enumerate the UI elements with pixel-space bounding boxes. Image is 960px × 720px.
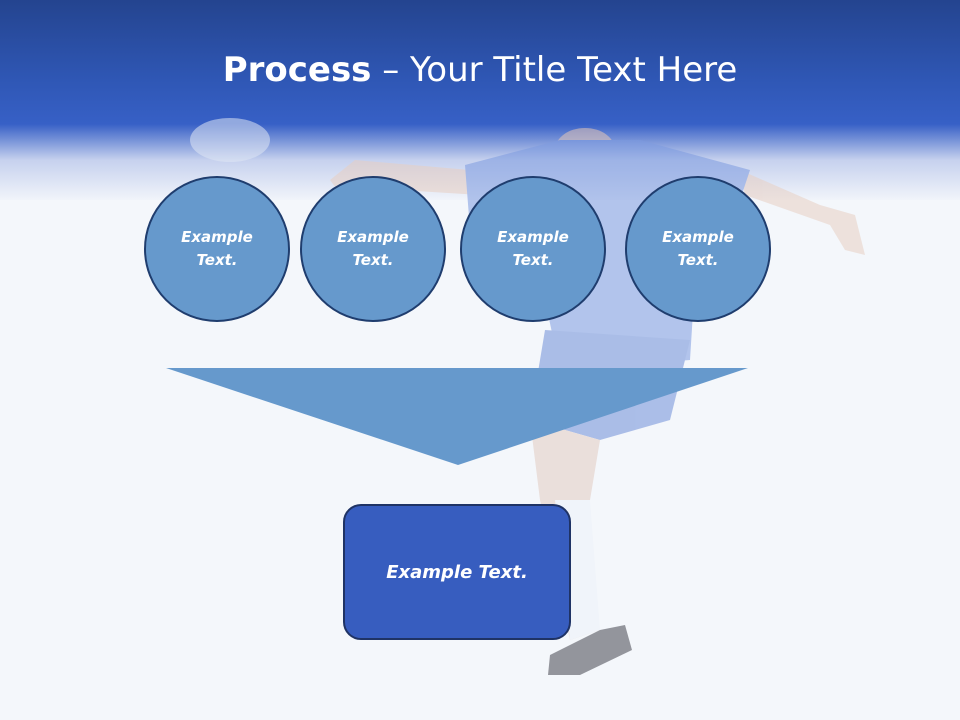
step-circle-4[interactable]: Example Text. — [625, 176, 771, 322]
arm-shape — [740, 170, 865, 255]
step-label: Example Text. — [337, 228, 409, 269]
ball-shape — [190, 118, 270, 162]
funnel-triangle — [166, 368, 748, 465]
step-label: Example Text. — [497, 228, 569, 269]
result-box[interactable]: Example Text. — [343, 504, 571, 640]
result-label: Example Text. — [386, 561, 528, 583]
title-bold: Process — [222, 50, 372, 90]
shoe-shape — [548, 625, 632, 675]
step-circle-3[interactable]: Example Text. — [460, 176, 606, 322]
step-circle-2[interactable]: Example Text. — [300, 176, 446, 322]
step-circle-1[interactable]: Example Text. — [144, 176, 290, 322]
page-title: Process – Your Title Text Here — [0, 50, 960, 90]
step-label: Example Text. — [662, 228, 734, 269]
step-label: Example Text. — [181, 228, 253, 269]
title-rest: – Your Title Text Here — [371, 50, 738, 90]
